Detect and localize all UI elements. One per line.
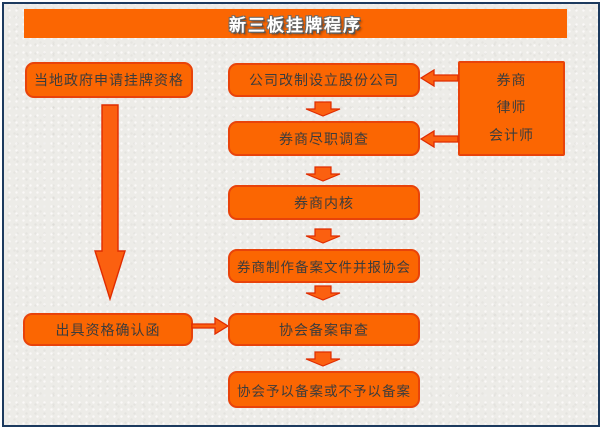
down-arrow-big	[94, 104, 126, 301]
down-arrow-connector-2	[305, 166, 341, 182]
down-arrow-connector-4	[305, 285, 341, 301]
confirmation-letter-box: 出具资格确认函	[23, 313, 193, 346]
page-title: 新三板挂牌程序	[24, 9, 567, 38]
flow-box-due-diligence: 券商尽职调查	[228, 121, 420, 156]
advisor-lawyer: 律师	[496, 100, 527, 117]
down-arrow-connector-3	[305, 228, 341, 244]
flow-box-restructuring: 公司改制设立股份公司	[228, 63, 420, 97]
apply-qualification-box: 当地政府申请挂牌资格	[25, 62, 193, 98]
advisor-broker: 券商	[496, 72, 527, 89]
flow-box-association-review: 协会备案审查	[228, 313, 420, 346]
advisors-box: 券商 律师 会计师	[458, 61, 565, 156]
flow-box-filing-documents: 券商制作备案文件并报协会	[228, 249, 420, 283]
left-arrow-to-restructuring	[420, 69, 459, 87]
flow-box-internal-review: 券商内核	[228, 185, 420, 220]
down-arrow-connector-1	[305, 101, 341, 117]
right-arrow-connector	[191, 317, 230, 335]
left-arrow-to-due-diligence	[420, 130, 459, 148]
down-arrow-connector-5	[305, 351, 341, 367]
advisor-accountant: 会计师	[489, 128, 534, 145]
flow-box-filing-result: 协会予以备案或不予以备案	[228, 371, 420, 408]
